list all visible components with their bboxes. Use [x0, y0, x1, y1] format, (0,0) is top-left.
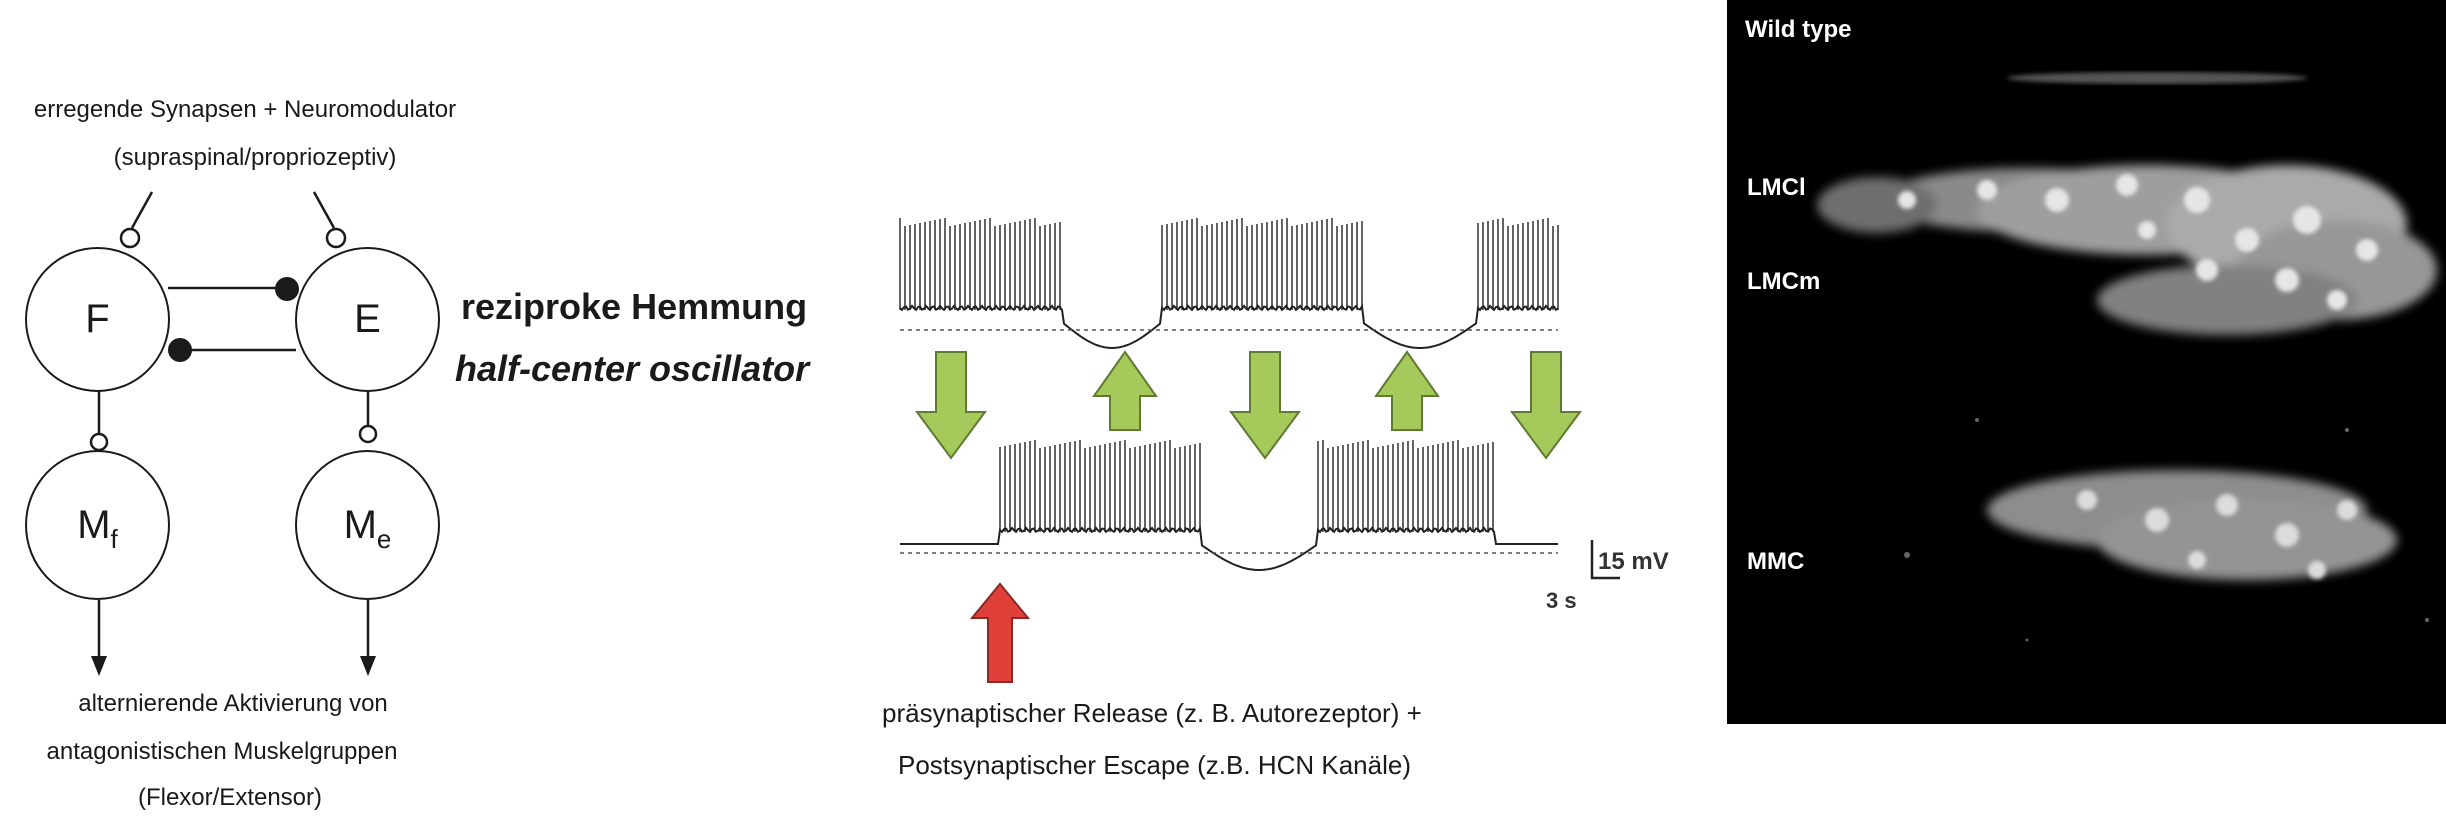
trace-bottom-waveform	[900, 525, 1558, 571]
recording-caption-line2: Postsynaptischer Escape (z.B. HCN Kanäle…	[898, 750, 1411, 780]
trace-bottom	[900, 440, 1558, 571]
node-extensor: E	[295, 247, 440, 392]
green-arrow-up-1	[1092, 350, 1158, 431]
heading-reciprocal-inhibition: reziproke Hemmung	[461, 286, 808, 327]
green-arrow-up-2	[1374, 350, 1440, 431]
green-arrow-down-2	[1229, 351, 1301, 460]
heading-half-center: half-center oscillator	[455, 348, 810, 389]
output-label-line1: alternierende Aktivierung von	[78, 690, 388, 717]
motor-extensor-label: M	[343, 502, 377, 547]
input-label-line1: erregende Synapsen + Neuromodulator	[33, 96, 457, 123]
recording-caption-line1: präsynaptischer Release (z. B. Autorezep…	[882, 698, 1422, 728]
green-arrow-down-3	[1510, 351, 1582, 460]
micrograph-image	[1817, 72, 2437, 642]
trace-top	[899, 218, 1559, 350]
scale-voltage-label: 15 mV	[1598, 548, 1669, 575]
output-label-line2: antagonistischen Muskelgruppen	[46, 738, 398, 765]
membrane-recording	[899, 218, 1620, 683]
label-lmcm: LMCm	[1747, 268, 1821, 295]
label-lmcl: LMCl	[1747, 174, 1806, 201]
output-label-line3: (Flexor/Extensor)	[137, 784, 323, 811]
motor-flexor-label: M	[77, 502, 111, 547]
circuit-connections	[89, 191, 378, 676]
micrograph-panel: Wild type LMCl LMCm MMC	[1727, 0, 2446, 724]
label-mmc: MMC	[1747, 548, 1805, 575]
red-arrow-up	[969, 582, 1031, 683]
scale-bar	[1590, 540, 1620, 580]
scale-time-label: 3 s	[1546, 588, 1577, 613]
motor-extensor-subscript: e	[376, 523, 392, 554]
green-arrow-down-1	[915, 351, 987, 460]
input-label-line2: (supraspinal/propriozeptiv)	[113, 144, 397, 171]
micrograph-title: Wild type	[1745, 16, 1852, 43]
node-flexor-label: F	[85, 297, 110, 341]
motor-flexor-subscript: f	[110, 523, 118, 554]
node-extensor-label: E	[354, 297, 381, 341]
trace-top-waveform	[899, 303, 1559, 350]
node-flexor: F	[25, 247, 170, 392]
